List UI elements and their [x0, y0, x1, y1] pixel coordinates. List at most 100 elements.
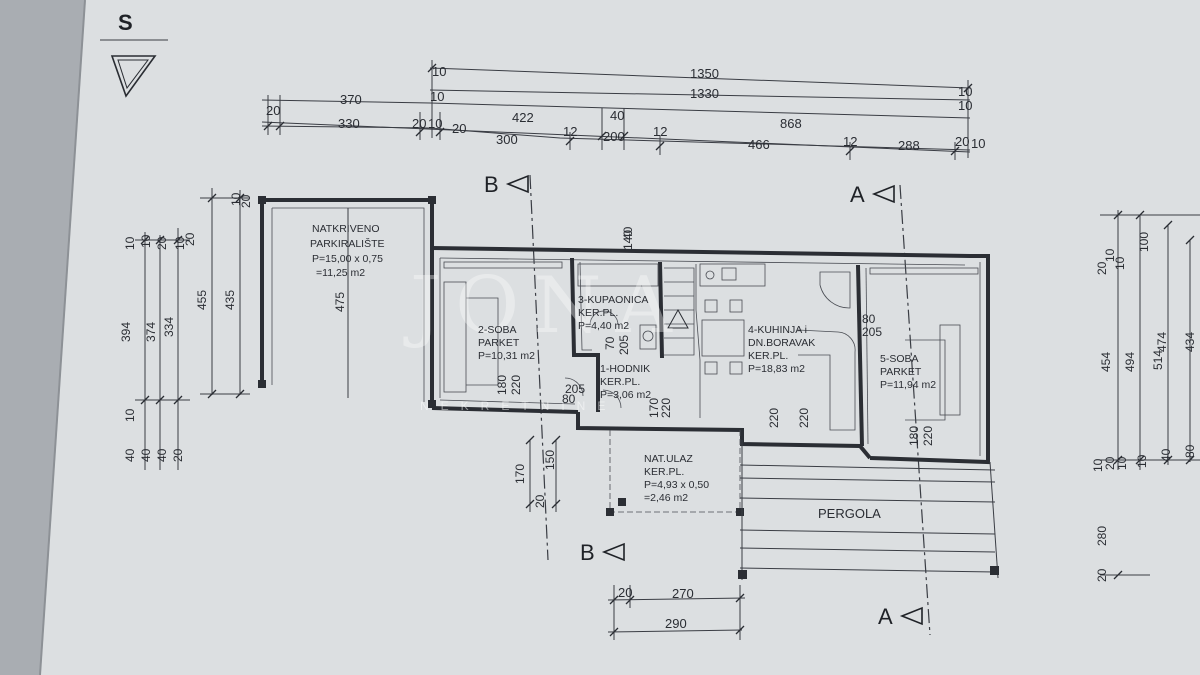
- dim-inner-220-d: 220: [797, 408, 811, 428]
- dim-top-20-c: 20: [452, 121, 466, 136]
- dim-inner-20: 20: [533, 494, 547, 508]
- dim-top-10-c: 10: [430, 89, 444, 104]
- dim-right-454: 454: [1099, 352, 1113, 372]
- dim-right-10-b: 10: [1113, 256, 1127, 270]
- bottom-dimension-lines: [607, 585, 746, 640]
- room-label-soba2: 2-SOBA PARKET P=10,31 m2: [478, 324, 535, 362]
- dim-right-10-a: 10: [1103, 248, 1117, 262]
- dim-left-40-c: 40: [155, 448, 169, 462]
- dim-top-12-b: 12: [653, 124, 667, 139]
- section-a-top-arrow-icon: [871, 184, 895, 204]
- dim-top-200: 200: [603, 129, 625, 144]
- dim-right-474: 474: [1155, 332, 1169, 352]
- paper-shadow: [0, 0, 85, 675]
- dim-top-868: 868: [780, 116, 802, 131]
- dim-inner-80-a: 80: [562, 392, 576, 406]
- svg-text:KER.PL.: KER.PL.: [578, 307, 618, 319]
- dim-bottom-20: 20: [618, 585, 632, 600]
- north-arrow-icon: [110, 55, 157, 98]
- svg-text:1-HODNIK: 1-HODNIK: [600, 363, 650, 375]
- dim-left-394: 394: [119, 322, 133, 342]
- dim-right-40: 40: [1159, 448, 1173, 462]
- svg-text:P=11,94 m2: P=11,94 m2: [880, 379, 936, 391]
- dim-top-10-f: 10: [971, 136, 985, 151]
- dim-left-455: 455: [195, 290, 209, 310]
- dim-top-422: 422: [512, 110, 534, 125]
- dim-right-280: 280: [1095, 526, 1109, 546]
- watermark-main: JONA: [403, 261, 686, 351]
- dim-top-10-d: 10: [958, 98, 972, 113]
- dim-inner-150: 150: [543, 450, 557, 470]
- paper-edge: [39, 0, 86, 675]
- section-a-top: A: [850, 182, 865, 207]
- dim-left-20-c: 20: [239, 194, 253, 208]
- svg-text:P=10,31 m2: P=10,31 m2: [478, 350, 535, 362]
- dim-top-12-a: 12: [563, 124, 577, 139]
- svg-text:=11,25 m2: =11,25 m2: [316, 267, 365, 279]
- dim-top-370: 370: [340, 92, 362, 107]
- dim-right-514: 514: [1151, 350, 1165, 370]
- dim-left-435: 435: [223, 290, 237, 310]
- dim-left-40-a: 40: [123, 448, 137, 462]
- dim-left-20-b: 20: [183, 232, 197, 246]
- dim-right-494: 494: [1123, 352, 1137, 372]
- dim-inner-220-b: 220: [659, 398, 673, 418]
- house-walls: [431, 246, 990, 465]
- svg-text:DN.BORAVAK: DN.BORAVAK: [748, 337, 815, 349]
- svg-text:KER.PL.: KER.PL.: [600, 376, 640, 388]
- dim-top-10-b: 10: [958, 84, 972, 99]
- dim-top-300: 300: [496, 132, 518, 147]
- dim-left-334: 334: [162, 317, 176, 337]
- entrance-dimension-lines: [525, 435, 561, 512]
- svg-text:PARKET: PARKET: [880, 366, 922, 378]
- dim-inner-180-b: 180: [907, 426, 921, 446]
- room-label-kupaonica: 3-KUPAONICA KER.PL. P=4,40 m2: [578, 294, 648, 332]
- svg-text:KER.PL.: KER.PL.: [644, 466, 684, 478]
- room-label-ulaz: NAT.ULAZ KER.PL. P=4,93 x 0,50 =2,46 m2: [644, 453, 709, 504]
- section-a-bottom: A: [878, 604, 893, 629]
- section-b-bottom: B: [580, 540, 595, 565]
- section-line-a: [899, 184, 931, 636]
- dim-bottom-290: 290: [665, 616, 687, 631]
- room-label-hodnik: 1-HODNIK KER.PL. P=3,06 m2: [600, 363, 651, 401]
- dim-right-10-e: 10: [1135, 454, 1149, 468]
- dim-right-20-b: 20: [1103, 456, 1117, 470]
- dim-top-40: 40: [610, 108, 624, 123]
- dim-inner-205-a: 205: [565, 382, 585, 396]
- svg-text:PARKET: PARKET: [478, 337, 520, 349]
- dim-left-10-e: 10: [123, 408, 137, 422]
- dim-left-20-a: 20: [155, 236, 169, 250]
- dim-inner-170-b: 170: [513, 464, 527, 484]
- svg-text:NATKRIVENO: NATKRIVENO: [312, 223, 379, 235]
- right-dimension-lines: [1100, 210, 1200, 580]
- dim-right-20-a: 20: [1095, 261, 1109, 275]
- room-label-kuhinja: 4-KUHINJA i DN.BORAVAK KER.PL. P=18,83 m…: [748, 324, 815, 375]
- dim-inner-140: 140: [621, 230, 635, 250]
- svg-text:3-KUPAONICA: 3-KUPAONICA: [578, 294, 648, 306]
- section-a-bottom-arrow-icon: [899, 606, 923, 626]
- entrance-canopy: [606, 430, 744, 516]
- dim-left-40-b: 40: [139, 448, 153, 462]
- svg-text:P=18,83 m2: P=18,83 m2: [748, 363, 805, 375]
- interior-details: [443, 261, 979, 431]
- dim-inner-180-a: 180: [495, 375, 509, 395]
- room-label-soba5: 5-SOBA PARKET P=11,94 m2: [880, 353, 936, 391]
- dim-left-10-b: 10: [139, 234, 153, 248]
- dim-right-20-c: 20: [1095, 568, 1109, 582]
- svg-text:P=4,93 x 0,50: P=4,93 x 0,50: [644, 479, 709, 491]
- north-letter: S: [118, 10, 133, 35]
- dim-top-12-c: 12: [843, 134, 857, 149]
- dim-top-20-b: 20: [412, 116, 426, 131]
- pergola-label: PERGOLA: [818, 506, 881, 521]
- dim-right-100: 100: [1137, 232, 1151, 252]
- dim-top-288: 288: [898, 138, 920, 153]
- dim-left-10-a: 10: [123, 236, 137, 250]
- dim-bottom-270: 270: [672, 586, 694, 601]
- dim-top-1330: 1330: [690, 86, 719, 101]
- dim-left-475: 475: [333, 292, 347, 312]
- dim-inner-70: 70: [603, 336, 617, 350]
- dim-left-10-d: 10: [229, 192, 243, 206]
- dim-right-10-d: 10: [1115, 456, 1129, 470]
- dim-inner-170-a: 170: [647, 398, 661, 418]
- dim-top-330: 330: [338, 116, 360, 131]
